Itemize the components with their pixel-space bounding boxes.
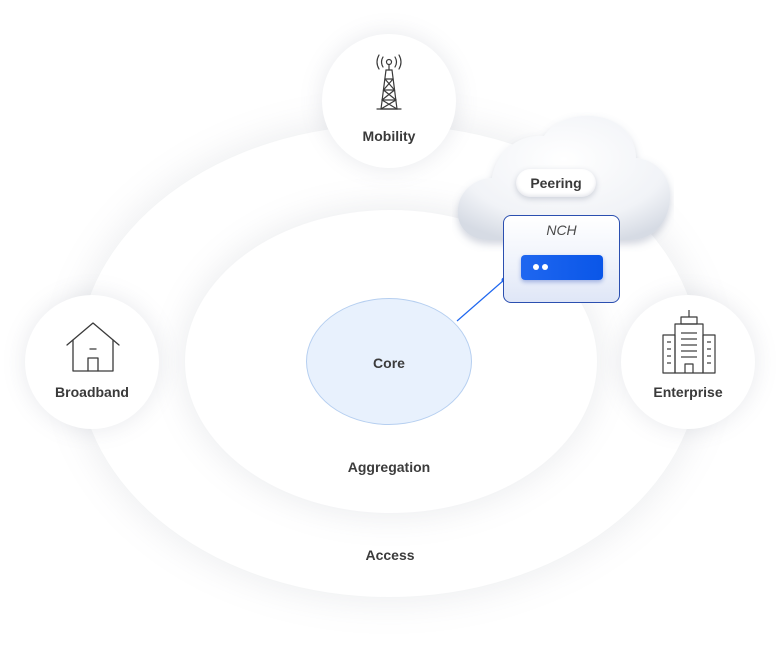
status-led: [542, 264, 548, 270]
core-label: Core: [373, 355, 405, 371]
peering-badge: Peering: [516, 169, 596, 197]
core-ellipse: [306, 298, 472, 425]
office-building-icon: [662, 310, 716, 374]
nch-card: NCH: [503, 215, 620, 303]
enterprise-node: Enterprise: [621, 295, 755, 429]
broadband-node: Broadband: [25, 295, 159, 429]
house-icon: [66, 322, 120, 372]
mobility-label: Mobility: [362, 128, 416, 144]
enterprise-label: Enterprise: [653, 384, 723, 400]
access-label: Access: [365, 547, 415, 563]
cell-tower-icon: [376, 54, 402, 110]
status-led: [533, 264, 539, 270]
mobility-node: Mobility: [322, 34, 456, 168]
broadband-label: Broadband: [55, 384, 129, 400]
aggregation-label: Aggregation: [347, 459, 431, 475]
nch-title: NCH: [546, 222, 577, 238]
server-icon: [521, 255, 603, 280]
